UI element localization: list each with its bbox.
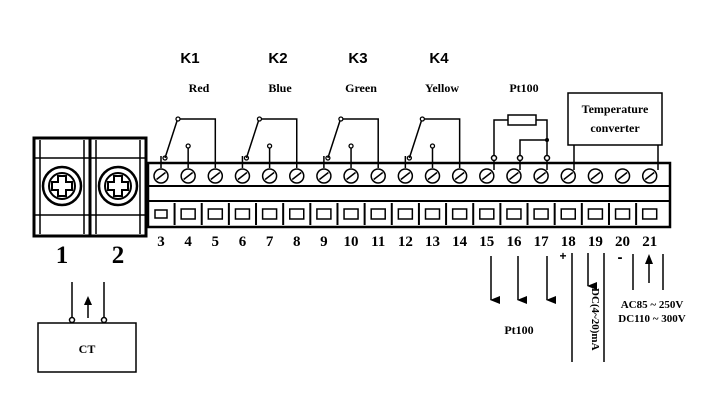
relay-k1-color: Red xyxy=(189,81,210,95)
terminal-number: 9 xyxy=(320,234,328,250)
arrow-up-icon xyxy=(84,296,92,305)
terminal-screw-icon xyxy=(289,168,305,184)
relay-switch-symbol xyxy=(323,116,379,168)
terminal-screws xyxy=(153,168,658,184)
terminal-screw-icon xyxy=(153,168,169,184)
terminal-screw-icon xyxy=(641,168,658,184)
ct-terminal-block xyxy=(32,136,148,238)
terminal-screw-icon xyxy=(316,168,332,184)
power-line-2: DC110 ~ 300V xyxy=(618,313,686,325)
minus-sign: - xyxy=(618,249,623,266)
terminal-screw-icon xyxy=(424,168,441,184)
dc-output-wiring xyxy=(571,253,605,362)
terminal-slots xyxy=(154,203,658,225)
relay-k2-color: Blue xyxy=(268,81,292,95)
terminal-number: 17 xyxy=(534,234,550,250)
pt100-top-label: Pt100 xyxy=(509,81,538,95)
terminal-slot xyxy=(587,208,604,220)
power-line-1: AC85 ~ 250V xyxy=(621,299,684,311)
terminal-slot xyxy=(397,208,414,220)
terminal-screw-icon xyxy=(451,168,468,184)
relay-k2-name: K2 xyxy=(268,50,287,67)
terminal-number: 4 xyxy=(184,234,192,250)
terminal-screw-icon xyxy=(560,168,576,184)
converter-line-1: Temperature xyxy=(582,102,649,116)
terminal-screw-icon xyxy=(533,168,549,184)
terminal-number: 10 xyxy=(344,234,359,250)
pt100-bottom-label: Pt100 xyxy=(504,323,533,337)
terminal-slot xyxy=(370,208,386,220)
pt100-resistor xyxy=(490,114,551,170)
terminal-number: 13 xyxy=(425,234,440,250)
terminal-slot xyxy=(506,208,522,220)
relay-switch-symbol xyxy=(160,116,217,168)
temperature-converter xyxy=(567,92,663,170)
terminal-number: 18 xyxy=(561,234,576,250)
relay-switch-symbol xyxy=(404,116,461,168)
terminal-screw-icon xyxy=(180,168,196,184)
ct-box xyxy=(37,322,137,373)
ct-label: CT xyxy=(79,342,96,356)
terminal-slot xyxy=(614,208,631,220)
terminal-slot xyxy=(234,208,251,220)
terminal-number: 5 xyxy=(212,234,220,250)
terminal-screw-icon xyxy=(261,168,278,184)
terminal-number: 8 xyxy=(293,234,301,250)
terminal-slot xyxy=(533,208,549,220)
terminal-slot xyxy=(343,208,359,220)
relay-k4-color: Yellow xyxy=(425,81,459,95)
screw-icon xyxy=(41,165,83,207)
terminal-number: 11 xyxy=(371,234,385,250)
terminal-screw-icon xyxy=(587,168,604,184)
relay-switches xyxy=(160,116,461,168)
relay-switch-symbol xyxy=(241,116,298,168)
ct-terminal-number: 1 xyxy=(56,242,69,269)
terminal-slot xyxy=(154,209,168,219)
terminal-slot xyxy=(261,208,278,220)
terminal-screw-icon xyxy=(370,168,386,184)
dc-output-label: DC(4~20)mA xyxy=(589,288,601,351)
terminal-slot xyxy=(641,208,658,220)
terminal-slot xyxy=(479,208,495,220)
terminal-screw-icon xyxy=(506,168,522,184)
terminal-slot xyxy=(560,208,576,220)
terminal-number: 14 xyxy=(452,234,468,250)
terminal-screw-icon xyxy=(207,168,224,184)
terminal-slot xyxy=(289,208,305,220)
screw-icon xyxy=(97,165,139,207)
terminal-screw-icon xyxy=(234,168,251,184)
terminal-screw-icon xyxy=(397,168,414,184)
power-supply-wiring xyxy=(632,254,664,290)
terminal-slot xyxy=(180,208,196,220)
terminal-number: 19 xyxy=(588,234,603,250)
terminal-slot xyxy=(451,208,468,220)
arrow-up-icon xyxy=(645,254,653,264)
ct-terminal-number: 2 xyxy=(112,242,125,269)
terminal-screw-icon xyxy=(479,168,495,184)
ct-wiring xyxy=(68,282,108,324)
relay-k4-name: K4 xyxy=(429,50,449,67)
terminal-screw-icon xyxy=(614,168,631,184)
terminal-slot xyxy=(316,208,332,220)
terminal-number: 21 xyxy=(642,234,657,250)
relay-k1-name: K1 xyxy=(180,50,199,67)
terminal-screw-icon xyxy=(343,168,359,184)
plus-sign: + xyxy=(559,249,566,263)
terminal-slot xyxy=(207,208,224,220)
terminal-number: 20 xyxy=(615,234,630,250)
relay-k3-color: Green xyxy=(345,81,377,95)
terminal-number: 3 xyxy=(157,234,165,250)
terminal-slot xyxy=(424,208,441,220)
relay-k3-name: K3 xyxy=(348,50,367,67)
terminal-number: 12 xyxy=(398,234,413,250)
terminal-number: 6 xyxy=(239,234,247,250)
converter-line-2: converter xyxy=(590,121,640,135)
terminal-numbers: 3 4 5 6 7 8 9 10 11 12 13 14 15 16 17 18 19 20 21 xyxy=(157,234,657,250)
terminal-number: 16 xyxy=(506,234,522,250)
terminal-number: 7 xyxy=(266,234,274,250)
relay-labels: K1 Red K2 Blue K3 Green K4 Yellow xyxy=(180,50,459,95)
terminal-number: 15 xyxy=(479,234,494,250)
pt100-input-arrows xyxy=(490,256,556,304)
